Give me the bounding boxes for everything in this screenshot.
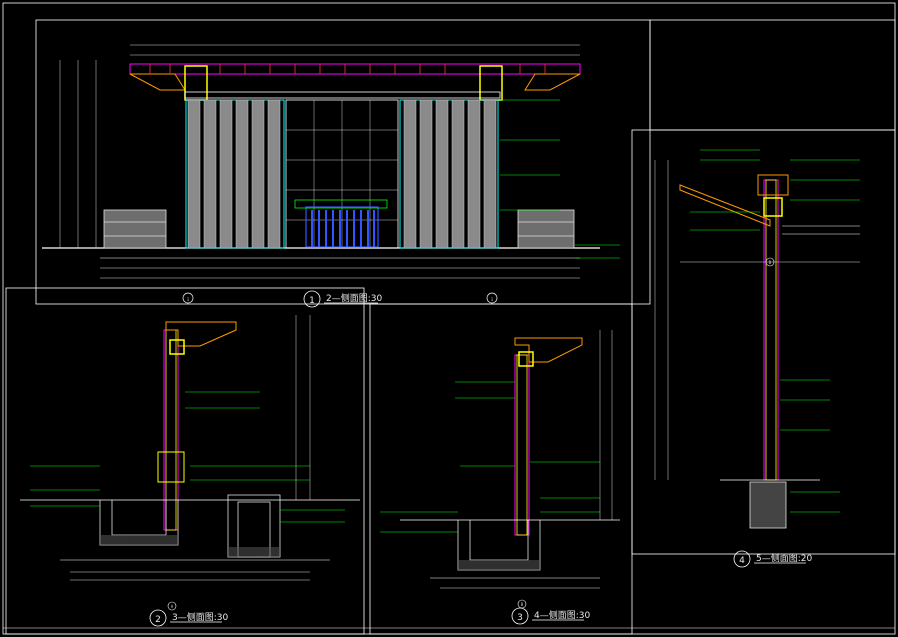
section-view-2: A 2 3—侧面图:30 <box>20 315 360 627</box>
svg-text:3—侧面图:30: 3—侧面图:30 <box>172 611 229 623</box>
section-view-4: B 4 5—侧面图:20 <box>654 149 860 568</box>
svg-text:5—侧面图:20: 5—侧面图:20 <box>756 552 813 564</box>
axis-marker-right: 1 <box>486 292 498 304</box>
svg-text:A: A <box>171 604 174 609</box>
svg-text:4—侧面图:30: 4—侧面图:30 <box>534 609 591 621</box>
view-title-2: 2 3—侧面图:30 <box>149 609 229 627</box>
svg-text:3: 3 <box>517 613 523 623</box>
section-view-3: B 3 4—侧面图:30 <box>380 330 620 625</box>
elevation-view-1: 1 1 1 2—侧面图:30 <box>42 44 620 308</box>
axis-marker-left: 1 <box>182 292 194 304</box>
left-planter <box>103 209 167 249</box>
view-title-4: 4 5—侧面图:20 <box>733 550 813 568</box>
svg-text:2: 2 <box>155 615 161 625</box>
view-title-1: 1 2—侧面图:30 <box>303 290 383 308</box>
svg-text:2—侧面图:30: 2—侧面图:30 <box>326 292 383 304</box>
svg-text:B: B <box>521 602 524 607</box>
svg-text:1: 1 <box>187 297 190 302</box>
svg-text:B: B <box>769 260 772 265</box>
right-planter <box>517 209 575 249</box>
svg-text:4: 4 <box>739 556 745 566</box>
svg-text:1: 1 <box>491 297 494 302</box>
svg-text:1: 1 <box>309 296 315 306</box>
view-title-3: 3 4—侧面图:30 <box>511 607 591 625</box>
